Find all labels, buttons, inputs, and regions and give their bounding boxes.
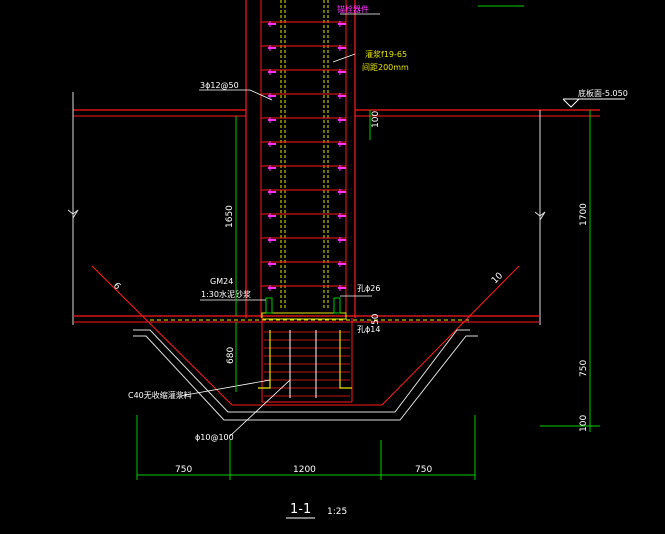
bolt-right	[333, 297, 341, 314]
rebar-rings	[261, 21, 346, 287]
dim-680: 680	[226, 347, 236, 364]
section-title: 1-1	[290, 502, 311, 517]
section-scale: 1:25	[327, 507, 347, 517]
label-rebar-ring: 3ɸ12@50	[200, 81, 239, 90]
cap-rings	[264, 331, 350, 397]
label-bottom: C40无收缩灌浆料	[128, 390, 192, 400]
slope-label-left: 6	[111, 281, 122, 292]
leader-rebar-ring-2	[249, 89, 273, 101]
dim-750v: 750	[579, 360, 589, 377]
label-hole-2: 孔ɸ14	[357, 325, 380, 334]
dim-w750-left: 750	[175, 465, 192, 475]
dim-w750-right: 750	[415, 465, 432, 475]
label-anchor-bolt: 锚栓器件	[337, 4, 369, 14]
leader-stirrup	[229, 379, 291, 437]
dim-50: 50	[371, 313, 381, 325]
slope-line-red	[91, 265, 520, 406]
dim-100: 100	[371, 111, 381, 128]
elevation-label: 底板面-5.050	[578, 88, 628, 98]
blinding-inner	[133, 335, 478, 421]
anchor-marks	[268, 21, 346, 291]
dim-1700: 1700	[579, 203, 589, 226]
anchor-hook-right	[339, 330, 352, 389]
base-plate	[261, 312, 347, 320]
break-mark-right	[534, 211, 546, 221]
break-mark-left	[67, 209, 79, 219]
elevation-triangle	[562, 98, 580, 108]
bolt-left	[265, 297, 273, 314]
label-grout-spacing: 间距200mm	[362, 63, 409, 72]
label-grout: 灌浆f19-65	[365, 49, 407, 59]
leader-grout	[332, 53, 356, 63]
leader-bottom	[179, 379, 271, 397]
dim-w1200: 1200	[293, 465, 316, 475]
anchor-hook-left	[258, 330, 271, 389]
dim-1650: 1650	[225, 205, 235, 228]
label-gm: GM24	[210, 277, 233, 286]
dim-100b: 100	[579, 415, 589, 432]
label-stirrup: ɸ10@100	[195, 433, 234, 442]
label-ratio: 1:30水泥砂浆	[201, 289, 251, 299]
slope-label-right: 10	[490, 271, 505, 286]
blinding-outer	[133, 329, 470, 413]
label-hole: 孔ɸ26	[357, 284, 380, 293]
